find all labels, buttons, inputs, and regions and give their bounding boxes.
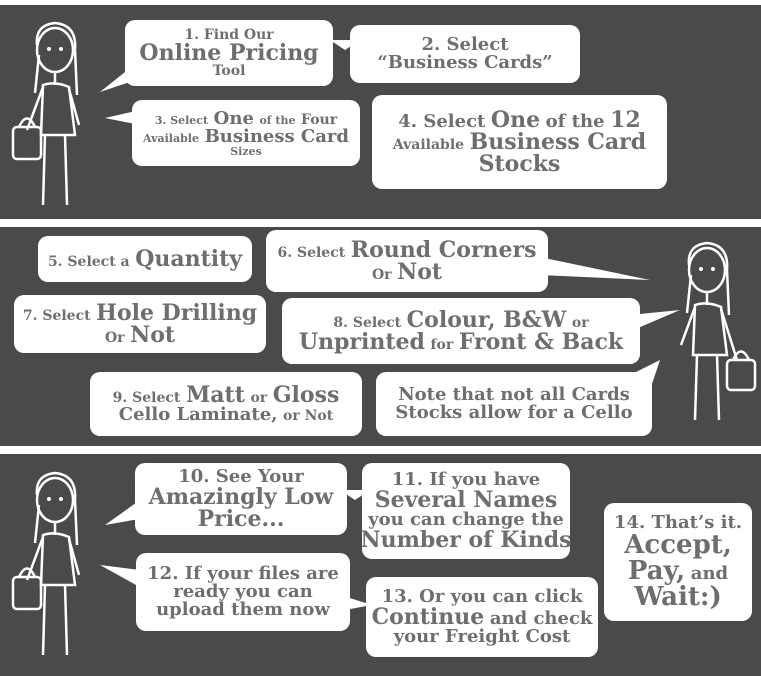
- step-7-title: Hole Drilling: [96, 300, 258, 326]
- step-7-or: Or: [104, 330, 125, 346]
- step-7-bubble: 7. Select Hole Drilling Or Not: [14, 295, 266, 353]
- step-2-title: “Business Cards”: [377, 52, 553, 73]
- step-8-or: or: [571, 315, 589, 331]
- step-3-four: Four: [301, 111, 338, 128]
- step-10-bubble: 10. See Your Amazingly Low Price...: [135, 463, 347, 535]
- step-1-title: Online Pricing: [139, 40, 319, 66]
- girl-figure-3: [11, 471, 81, 656]
- step-3-card: Business Card: [204, 125, 349, 147]
- step-8-unprinted: Unprinted: [298, 329, 425, 355]
- step-3-ofthe: of the: [259, 113, 296, 127]
- step-11-bubble: 11. If you have Several Names you can ch…: [360, 463, 572, 559]
- note-line-2: Stocks allow for a Cello: [395, 402, 633, 423]
- step-2-bubble: 2. Select “Business Cards”: [350, 25, 580, 83]
- step-10-price: Price...: [197, 506, 285, 532]
- step-13-bubble: 13. Or you can click Continue and check …: [366, 577, 598, 657]
- step-9-matt: Matt: [185, 382, 245, 408]
- step-3-available: Available: [143, 131, 199, 145]
- step-14-accept: Accept,: [624, 530, 732, 560]
- step-11-sub: you can change the: [368, 509, 564, 530]
- step-8-bubble: 8. Select Colour, B&W or Unprinted for F…: [282, 298, 640, 364]
- step-7-not: Not: [130, 322, 176, 348]
- step-13-check: and check: [489, 608, 593, 629]
- step-3-one: One: [213, 107, 254, 129]
- step-14-label: 14. That’s it.: [613, 512, 743, 533]
- step-12-line-1: 12. If your files are: [147, 563, 339, 584]
- step-11-label: 11. If you have: [391, 469, 541, 490]
- step-13-label: 13. Or you can click: [381, 586, 583, 607]
- note-bubble: Note that not all Cards Stocks allow for…: [376, 372, 652, 436]
- step-4-bubble: 4. Select One of the 12 Available Busine…: [372, 95, 667, 189]
- step-4-label: 4. Select: [398, 111, 486, 132]
- step-2-label: 2. Select: [421, 34, 509, 55]
- step-13-continue: Continue: [371, 604, 485, 630]
- step-12-line-2: ready you can: [173, 581, 313, 602]
- step-4-one: One: [490, 107, 541, 133]
- step-13-freight: your Freight Cost: [393, 626, 571, 647]
- step-12-line-3: upload them now: [156, 599, 330, 620]
- girl-figure-2: [679, 241, 757, 421]
- step-3-sizes: Sizes: [230, 144, 262, 158]
- step-6-label: 6. Select: [277, 245, 346, 261]
- step-11-kinds: Number of Kinds: [360, 527, 572, 553]
- step-1-label: 1. Find Our: [184, 27, 274, 43]
- step-6-bubble: 6. Select Round Corners Or Not: [266, 230, 548, 292]
- step-8-front-back: Front & Back: [458, 329, 624, 355]
- step-14-and: and: [690, 563, 729, 584]
- step-1-bubble: 1. Find Our Online Pricing Tool: [125, 20, 333, 86]
- step-9-or: or: [250, 390, 268, 406]
- step-9-ornot: or Not: [283, 408, 334, 424]
- step-7-label: 7. Select: [22, 308, 91, 324]
- step-6-not: Not: [397, 259, 443, 285]
- step-14-bubble: 14. That’s it. Accept, Pay, and Wait:): [604, 503, 752, 621]
- step-10-label: 10. See Your: [178, 466, 304, 487]
- step-4-card: Business Card: [469, 129, 647, 155]
- step-8-for: for: [430, 337, 454, 353]
- step-5-bubble: 5. Select a Quantity: [38, 236, 252, 282]
- step-4-twelve: 12: [610, 107, 641, 133]
- step-3-bubble: 3. Select One of the Four Available Busi…: [132, 100, 360, 166]
- step-12-bubble: 12. If your files are ready you can uplo…: [136, 553, 350, 631]
- step-14-pay: Pay,: [627, 556, 686, 586]
- step-9-gloss: Gloss: [272, 382, 340, 408]
- step-4-stocks: Stocks: [478, 151, 561, 177]
- step-9-label: 9. Select: [112, 390, 181, 406]
- note-line-1: Note that not all Cards: [398, 384, 630, 405]
- step-1-sub: Tool: [212, 63, 246, 79]
- step-9-cello: Cello Laminate,: [118, 404, 278, 425]
- step-5-label: 5. Select a: [47, 254, 130, 270]
- step-6-or: Or: [371, 267, 392, 283]
- girl-figure-1: [11, 21, 81, 206]
- step-8-colour: Colour, B&W: [406, 307, 567, 333]
- step-9-bubble: 9. Select Matt or Gloss Cello Laminate, …: [90, 372, 362, 436]
- step-11-title: Several Names: [374, 487, 558, 513]
- step-3-label: 3. Select: [154, 113, 209, 127]
- step-4-available: Available: [392, 137, 465, 153]
- step-14-wait: Wait:): [634, 582, 722, 612]
- step-4-ofthe: of the: [545, 111, 605, 132]
- step-8-label: 8. Select: [333, 315, 402, 331]
- step-5-title: Quantity: [135, 246, 243, 272]
- step-6-title: Round Corners: [350, 237, 537, 263]
- step-10-title: Amazingly Low: [148, 484, 334, 510]
